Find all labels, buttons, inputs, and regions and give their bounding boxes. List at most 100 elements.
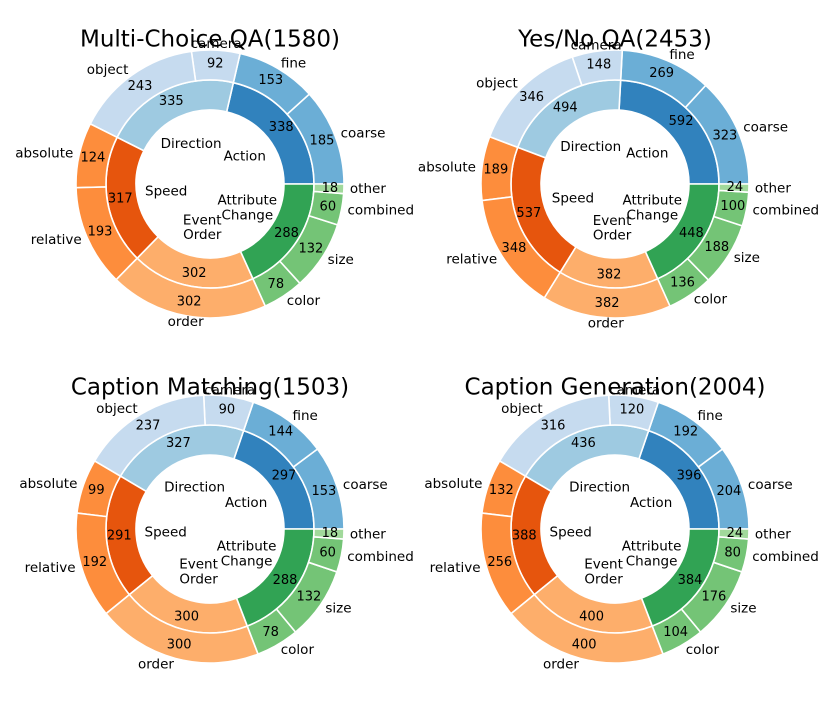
outer-category-label: size [328, 252, 354, 268]
inner-value-label: 592 [669, 114, 694, 129]
outer-category-label: order [543, 656, 579, 672]
outer-category-label: absolute [15, 146, 73, 162]
inner-category-label: Speed [145, 183, 187, 199]
outer-category-label: size [734, 250, 760, 266]
inner-category-label: Direction [164, 479, 225, 495]
outer-category-label: object [96, 401, 138, 417]
outer-category-label: combined [752, 202, 819, 218]
outer-slice-other [717, 183, 750, 194]
inner-category-label: Direction [569, 479, 630, 495]
inner-category-label: Direction [161, 136, 222, 152]
outer-value-label: 189 [483, 162, 508, 177]
outer-value-label: 80 [724, 545, 741, 560]
outer-category-label: relative [31, 232, 82, 248]
outer-category-label: color [686, 642, 720, 658]
outer-value-label: 92 [207, 57, 224, 72]
outer-value-label: 18 [322, 526, 339, 541]
outer-category-label: object [476, 75, 518, 91]
outer-category-label: relative [25, 560, 76, 576]
chart-title: Yes/No QA(2453) [517, 27, 712, 53]
outer-value-label: 153 [312, 484, 337, 499]
inner-value-label: 335 [159, 94, 184, 109]
outer-value-label: 204 [717, 484, 742, 499]
outer-slice-other [312, 183, 345, 195]
inner-value-label: 382 [597, 267, 622, 282]
outer-category-label: object [87, 62, 129, 78]
inner-category-label: Speed [550, 524, 592, 540]
donut-chart-2: Yes/No QA(2453)592Action494Direction537S… [418, 27, 819, 332]
outer-category-label: camera [204, 382, 255, 398]
outer-value-label: 346 [519, 90, 544, 105]
outer-value-label: 185 [310, 133, 335, 148]
inner-value-label: 300 [174, 609, 199, 624]
outer-value-label: 348 [502, 241, 527, 256]
outer-value-label: 24 [727, 180, 744, 195]
outer-value-label: 24 [727, 526, 744, 541]
outer-category-label: color [287, 293, 321, 309]
outer-category-label: relative [446, 252, 497, 268]
outer-category-label: other [755, 526, 791, 542]
outer-value-label: 148 [586, 58, 611, 73]
inner-value-label: 327 [166, 436, 191, 451]
outer-value-label: 256 [487, 555, 512, 570]
outer-value-label: 300 [167, 637, 192, 652]
outer-value-label: 243 [128, 79, 153, 94]
outer-category-label: color [281, 642, 315, 658]
donut-chart-1: Multi-Choice QA(1580)338Action335Directi… [15, 27, 414, 330]
inner-value-label: 291 [107, 528, 132, 543]
inner-value-label: 288 [274, 226, 299, 241]
outer-value-label: 237 [136, 419, 161, 434]
outer-category-label: coarse [343, 477, 388, 493]
inner-category-label: Direction [560, 139, 621, 155]
outer-slice-other [717, 528, 750, 540]
outer-value-label: 136 [670, 276, 695, 291]
outer-value-label: 132 [296, 589, 321, 604]
outer-category-label: relative [430, 560, 481, 576]
outer-category-label: camera [609, 382, 660, 398]
inner-category-label: Action [626, 145, 668, 161]
donut-chart-3: Caption Matching(1503)297Action327Direct… [19, 375, 413, 673]
outer-value-label: 100 [720, 199, 745, 214]
outer-value-label: 144 [268, 425, 293, 440]
outer-category-label: order [588, 316, 624, 332]
chart-title: Multi-Choice QA(1580) [80, 27, 340, 53]
outer-category-label: camera [191, 36, 242, 52]
outer-category-label: size [325, 600, 351, 616]
outer-category-label: absolute [19, 476, 77, 492]
outer-category-label: other [350, 181, 386, 197]
outer-value-label: 60 [319, 545, 336, 560]
outer-value-label: 193 [88, 225, 113, 240]
outer-value-label: 78 [262, 625, 279, 640]
outer-category-label: fine [293, 408, 318, 424]
outer-category-label: order [138, 656, 174, 672]
outer-value-label: 90 [219, 403, 236, 418]
outer-category-label: camera [571, 37, 622, 53]
inner-value-label: 396 [677, 469, 702, 484]
inner-category-label: Speed [145, 524, 187, 540]
outer-category-label: coarse [743, 120, 788, 136]
outer-category-label: object [501, 401, 543, 417]
outer-value-label: 124 [80, 150, 105, 165]
outer-value-label: 323 [712, 128, 737, 143]
outer-value-label: 176 [701, 589, 726, 604]
outer-value-label: 153 [258, 73, 283, 88]
inner-value-label: 297 [272, 469, 297, 484]
inner-value-label: 400 [579, 609, 604, 624]
outer-category-label: combined [752, 549, 819, 565]
inner-value-label: 436 [571, 436, 596, 451]
outer-category-label: absolute [418, 160, 476, 176]
outer-category-label: coarse [748, 477, 793, 493]
outer-value-label: 269 [649, 66, 674, 81]
outer-value-label: 104 [663, 625, 688, 640]
outer-value-label: 132 [298, 242, 323, 257]
outer-value-label: 302 [177, 295, 202, 310]
outer-category-label: coarse [341, 126, 386, 142]
inner-value-label: 494 [553, 100, 578, 115]
inner-value-label: 288 [273, 573, 298, 588]
outer-category-label: other [350, 526, 386, 542]
